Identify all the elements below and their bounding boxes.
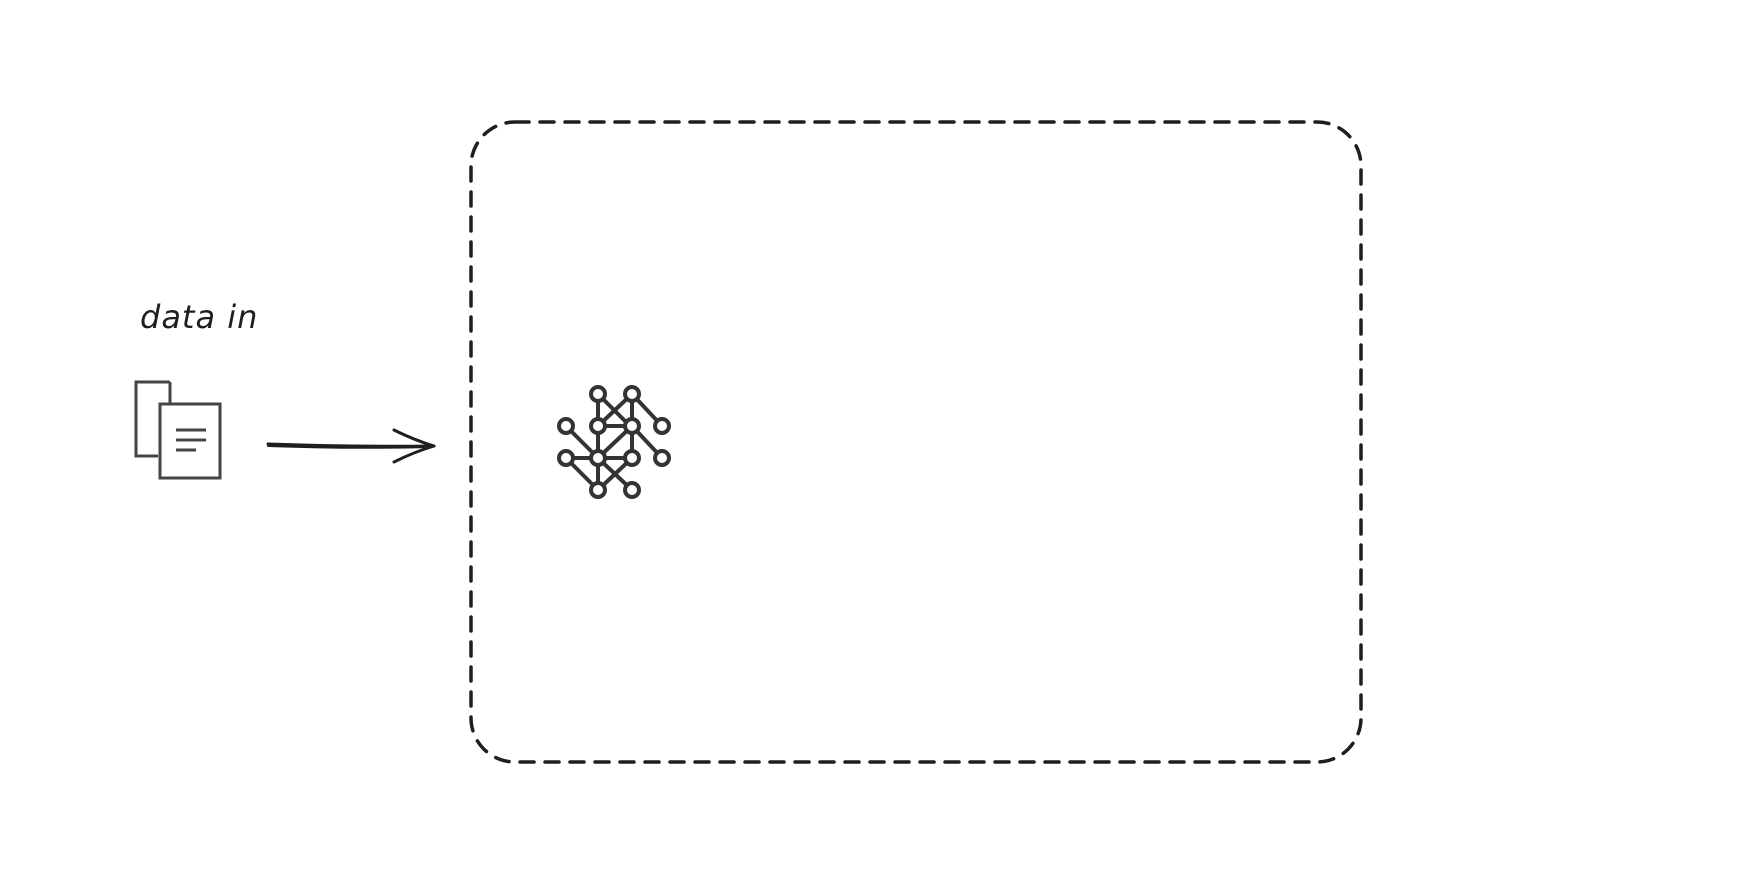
data-in-label: data in xyxy=(140,298,259,336)
documents-icon xyxy=(134,380,222,480)
model-container xyxy=(469,120,1363,764)
input-arrow xyxy=(266,428,436,464)
neural-network-icon xyxy=(557,385,671,499)
